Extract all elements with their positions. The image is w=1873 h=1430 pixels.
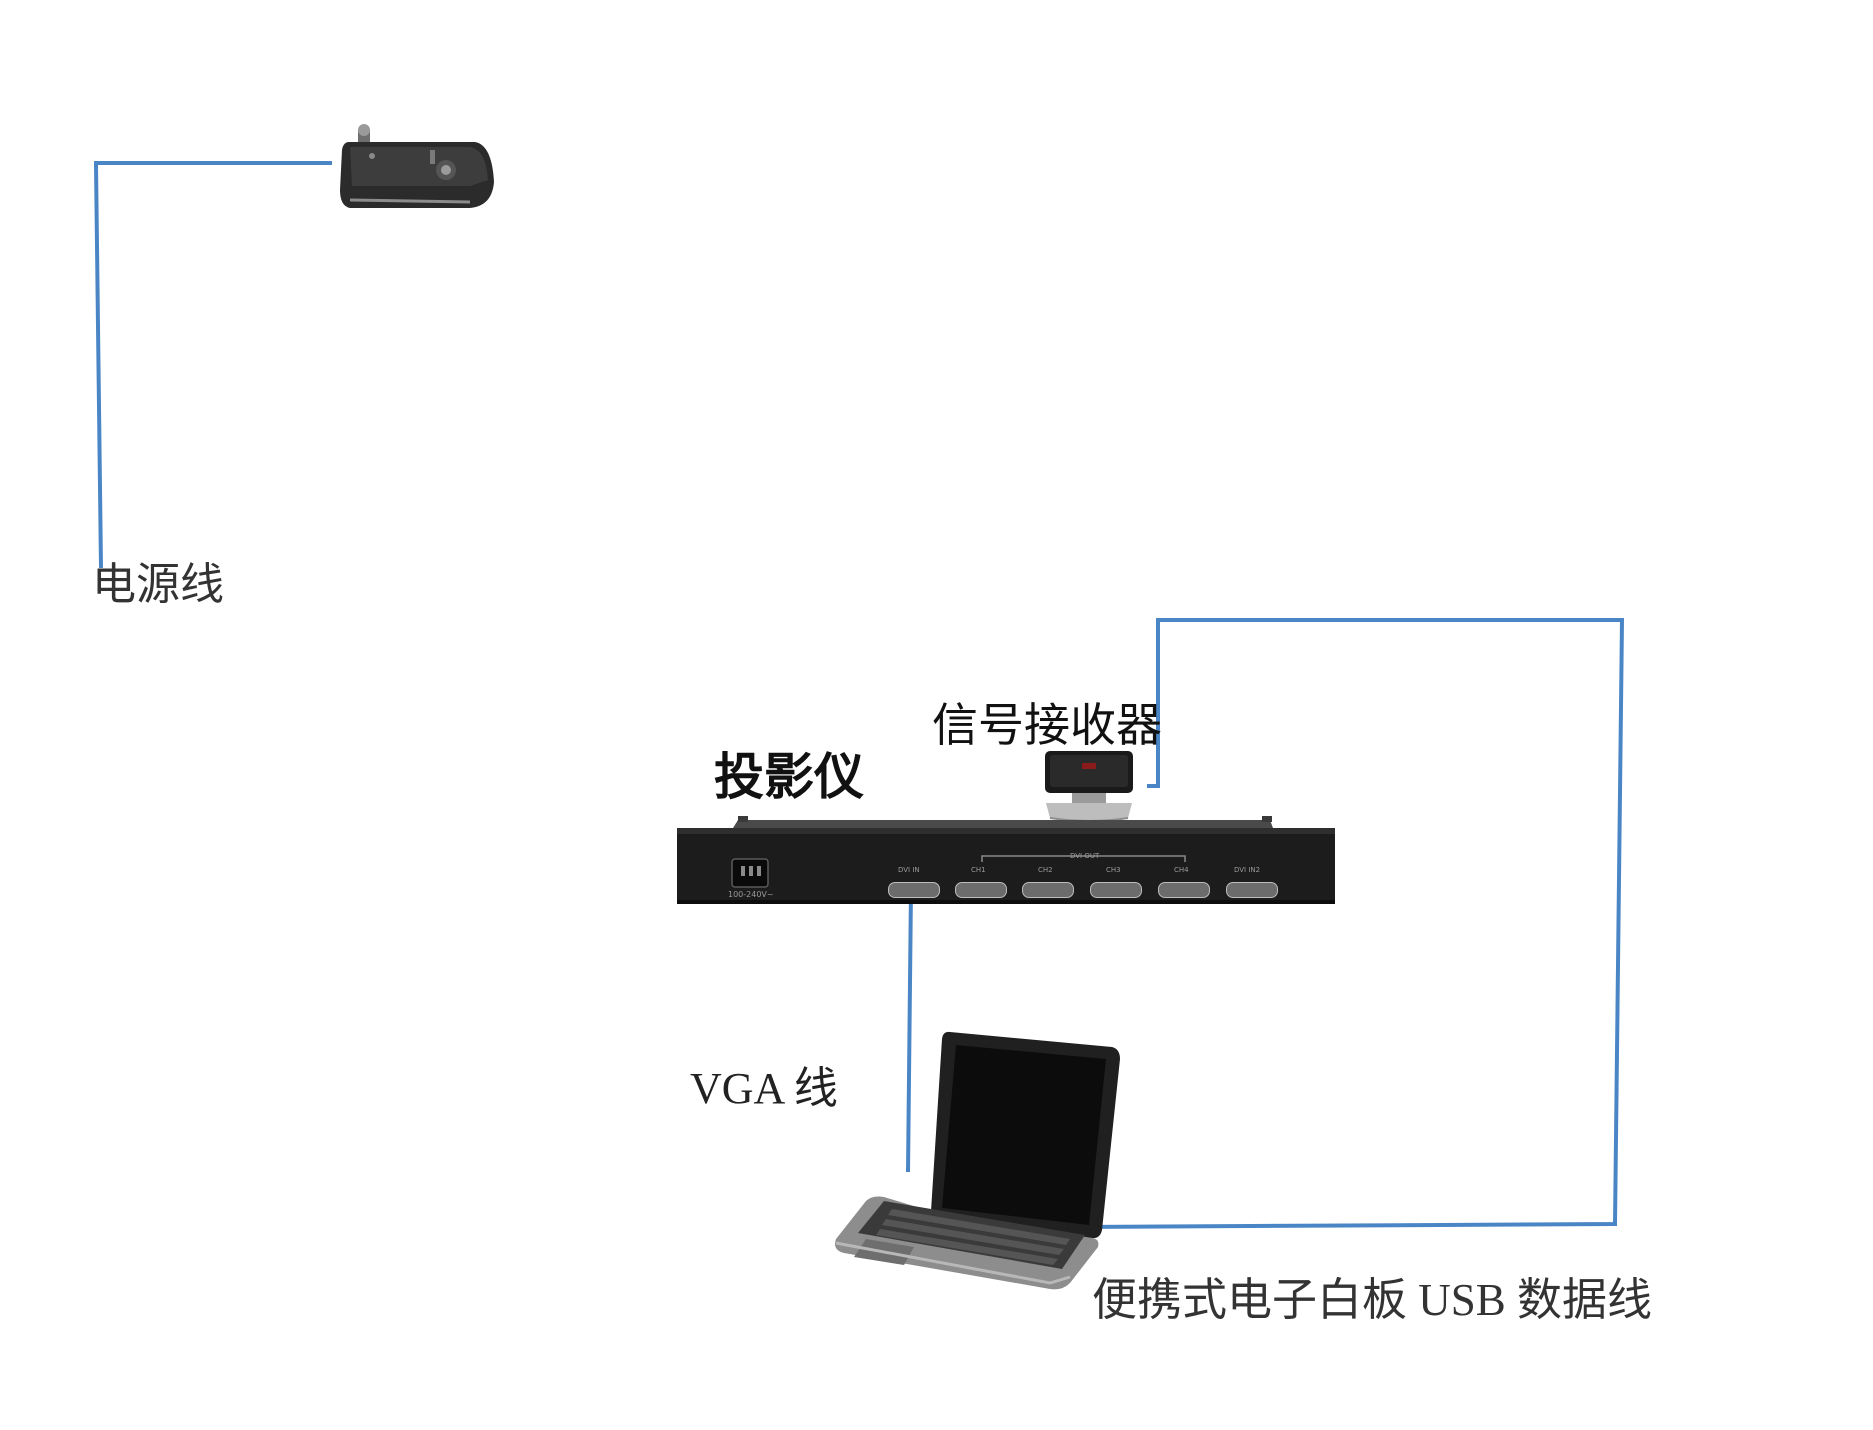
port-dvi-in2: DVI IN2 bbox=[1226, 866, 1278, 900]
port-ch4: CH4 bbox=[1158, 866, 1210, 900]
port-dvi-in: DVI IN bbox=[888, 866, 940, 900]
port-label: DVI IN bbox=[898, 866, 920, 874]
projector-label: 投影仪 bbox=[714, 748, 864, 806]
port-ch2: CH2 bbox=[1022, 866, 1074, 900]
dvi-connector-icon bbox=[1022, 882, 1074, 898]
port-label: CH2 bbox=[1038, 866, 1053, 874]
vga-cable-line bbox=[906, 887, 913, 1173]
receiver-icon bbox=[1045, 751, 1133, 822]
usb-cable-line bbox=[1074, 618, 1625, 1229]
dvi-connector-icon bbox=[1158, 882, 1210, 898]
dvi-out-group-text: DVI OUT bbox=[1070, 852, 1100, 860]
dvi-connector-icon bbox=[1090, 882, 1142, 898]
power-cable-label: 电源线 bbox=[92, 559, 224, 610]
vga-cable-label: VGA 线 bbox=[690, 1064, 838, 1113]
power-cable-line bbox=[94, 161, 332, 569]
port-ch1: CH1 bbox=[955, 866, 1007, 900]
port-label: DVI IN2 bbox=[1234, 866, 1261, 874]
dvi-connector-icon bbox=[888, 882, 940, 898]
port-ch3: CH3 bbox=[1090, 866, 1142, 900]
power-inlet bbox=[731, 858, 769, 888]
power-inlet-text: 100-240V~ bbox=[728, 890, 774, 899]
port-label: CH4 bbox=[1174, 866, 1189, 874]
port-label: CH3 bbox=[1106, 866, 1121, 874]
port-label: CH1 bbox=[971, 866, 986, 874]
sensor-device-icon bbox=[340, 124, 494, 208]
signal-receiver-label: 信号接收器 bbox=[932, 698, 1162, 752]
laptop-icon bbox=[835, 1031, 1120, 1290]
dvi-connector-icon bbox=[1226, 882, 1278, 898]
dvi-connector-icon bbox=[955, 882, 1007, 898]
usb-cable-label: 便携式电子白板 USB 数据线 bbox=[1092, 1275, 1653, 1325]
